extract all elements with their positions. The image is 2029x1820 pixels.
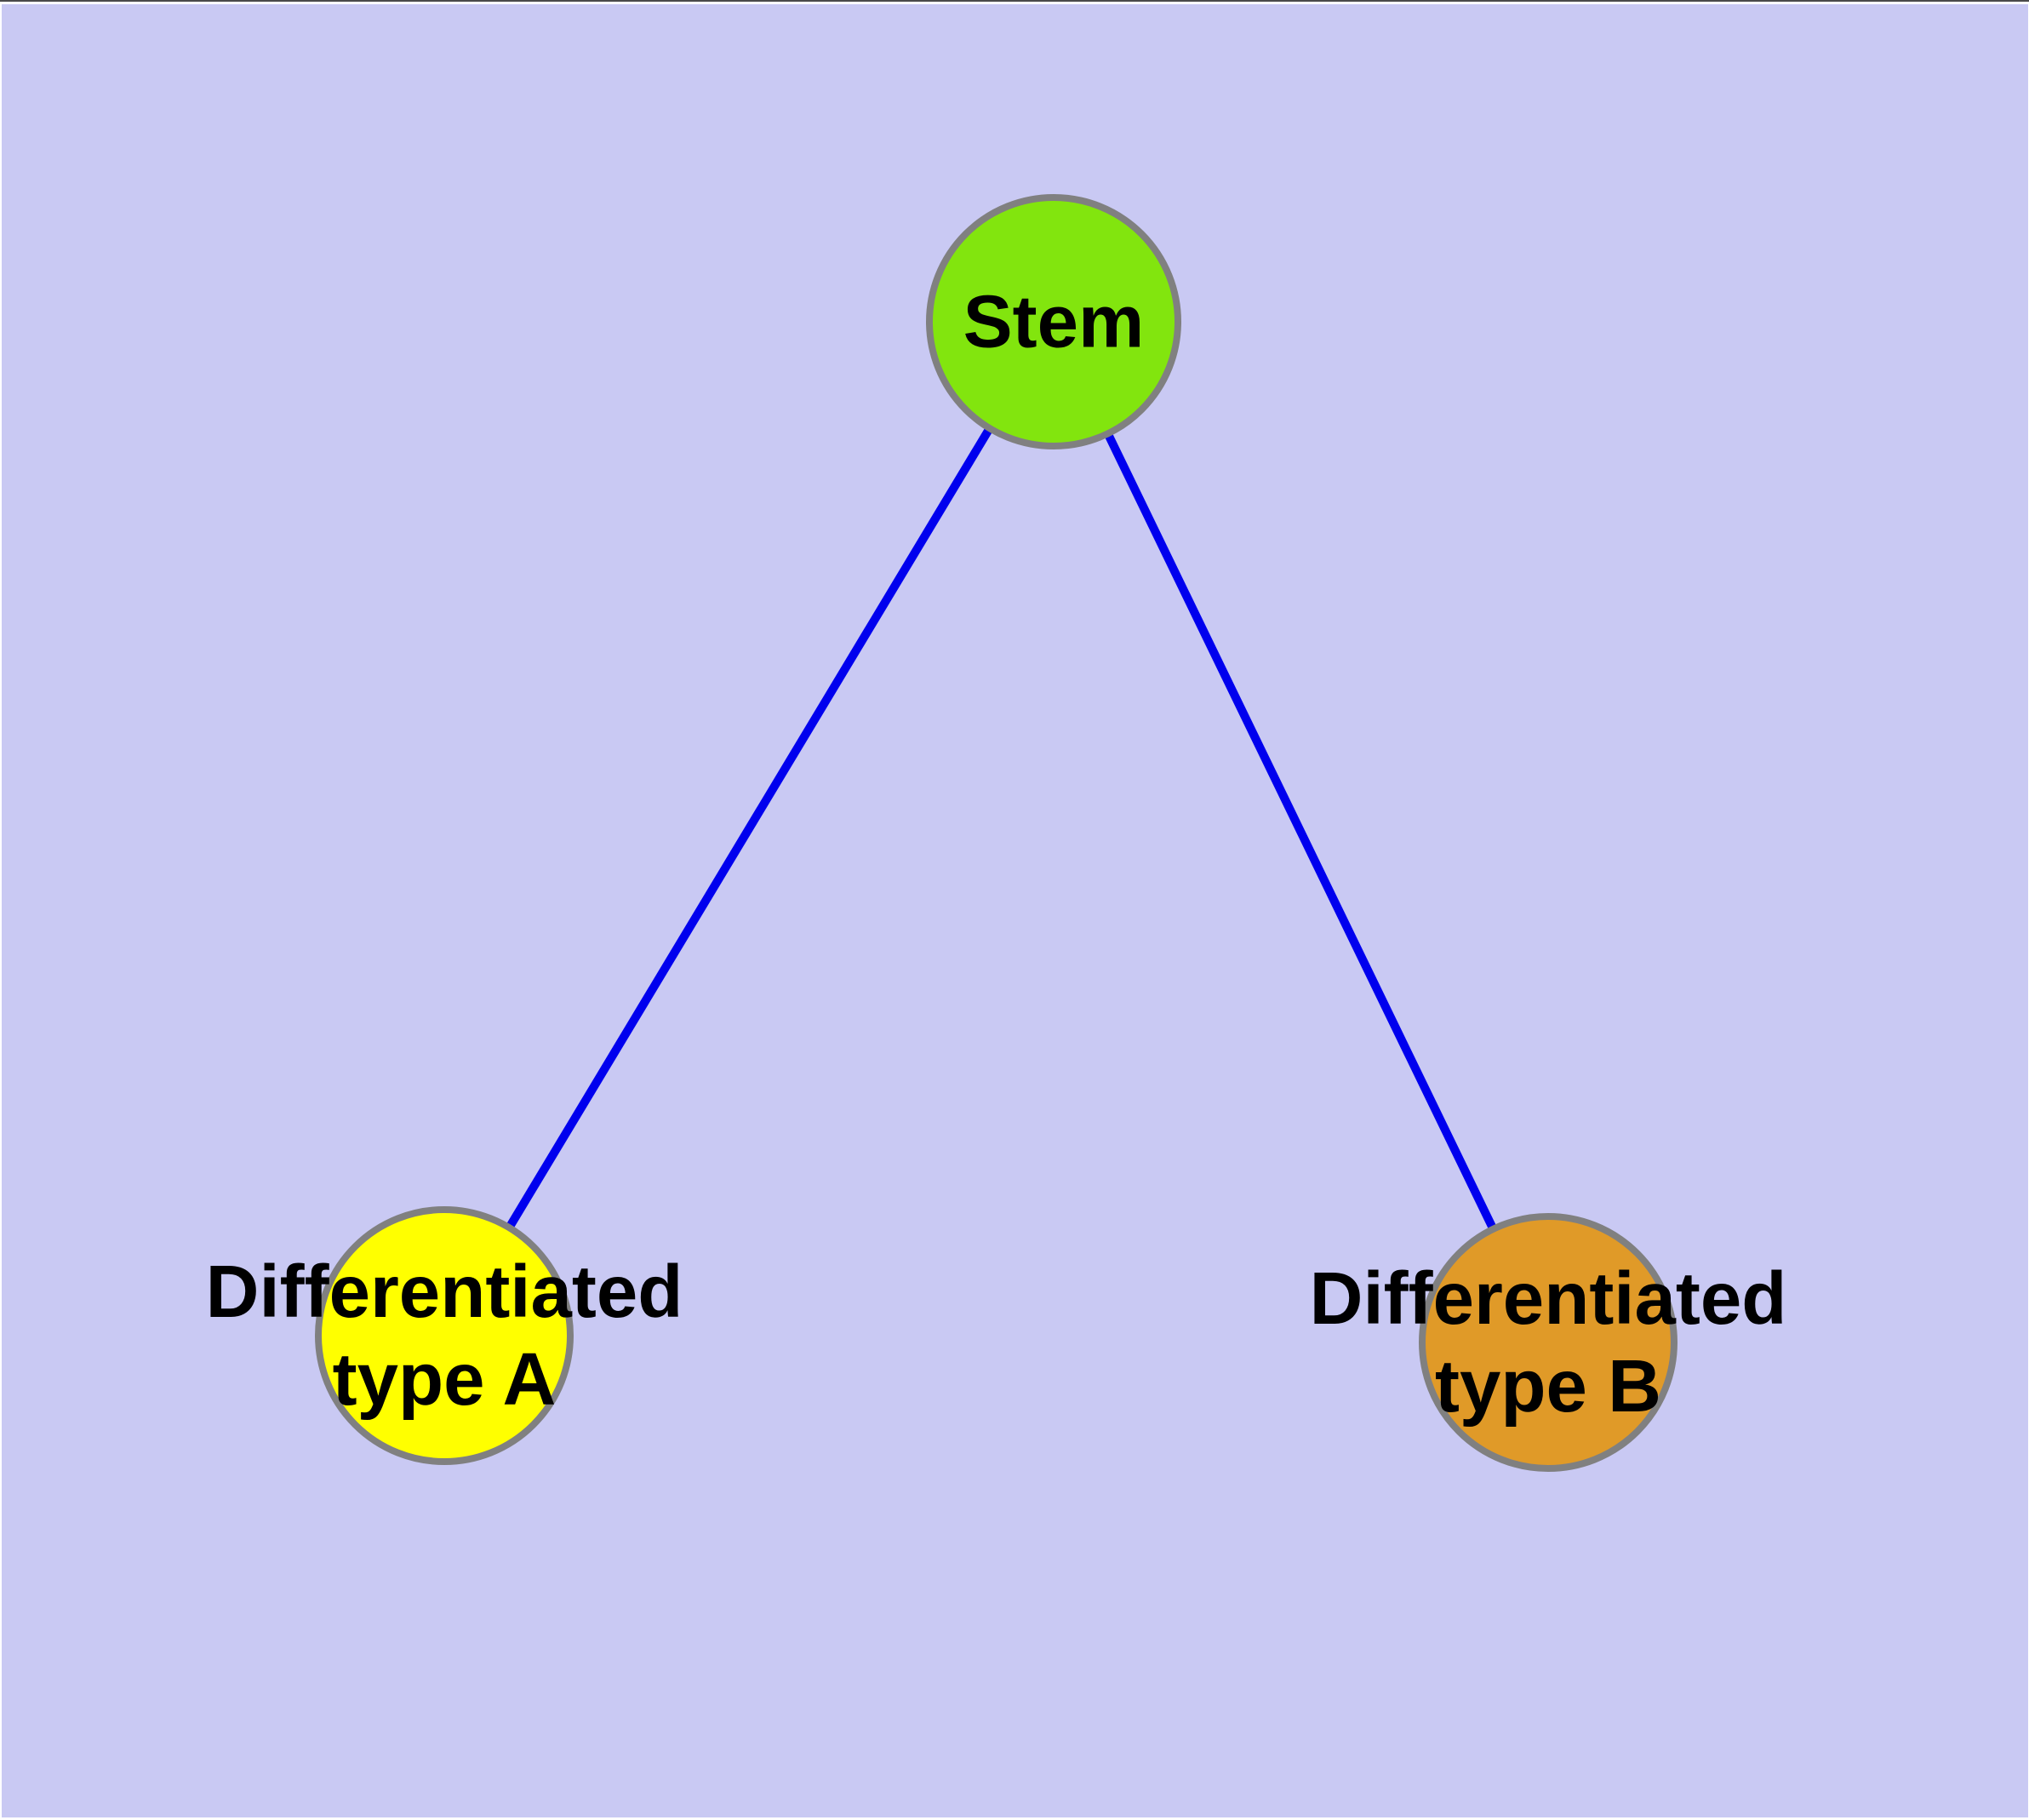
node-differentiated-type-a: Differentiated type A bbox=[206, 1206, 683, 1465]
node-differentiated-type-b: Differentiated type B bbox=[1310, 1213, 1786, 1472]
edge-stem-to-type-b bbox=[1049, 319, 1552, 1345]
node-stem: Stem bbox=[926, 194, 1181, 449]
diagram-canvas: Stem Differentiated type A Differentiate… bbox=[2, 4, 2028, 1817]
node-differentiated-type-a-label: Differentiated type A bbox=[206, 1248, 683, 1423]
screenshot-top-edge-line bbox=[0, 0, 2029, 2]
node-differentiated-type-b-label: Differentiated type B bbox=[1310, 1255, 1787, 1430]
node-differentiated-type-a-label-line-2: type A bbox=[332, 1338, 557, 1421]
node-differentiated-type-a-label-line-1: Differentiated bbox=[205, 1251, 683, 1333]
node-stem-label-line: Stem bbox=[963, 280, 1145, 363]
node-differentiated-type-b-label-line-2: type B bbox=[1435, 1345, 1661, 1428]
node-stem-label: Stem bbox=[963, 278, 1145, 366]
node-differentiated-type-b-label-line-1: Differentiated bbox=[1309, 1257, 1787, 1340]
edge-layer bbox=[440, 319, 1552, 1345]
edge-stem-to-type-a bbox=[440, 319, 1058, 1338]
